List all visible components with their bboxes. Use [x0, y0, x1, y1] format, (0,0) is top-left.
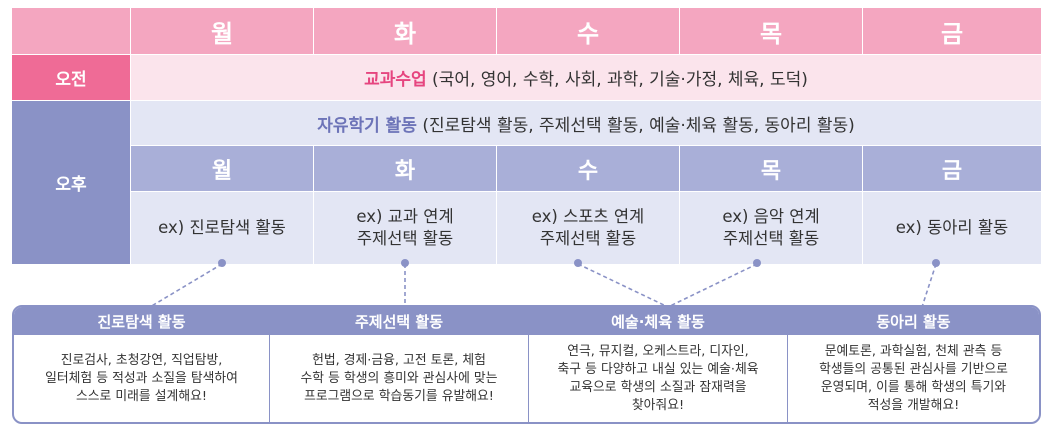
activity-desc-arts: 연극, 뮤지컬, 오케스트라, 디자인, 축구 등 다양하고 내실 있는 예술·… — [557, 343, 759, 413]
example-tue: ex) 교과 연계 주제선택 활동 — [313, 191, 496, 264]
connector-music — [667, 263, 758, 308]
afternoon-highlight: 자유학기 활동 — [317, 115, 417, 136]
header-day-wed: 수 — [496, 8, 679, 54]
connector-dot-fri — [932, 259, 940, 267]
connector-dot-wed — [574, 259, 582, 267]
connector-club — [921, 263, 937, 308]
connector-dot-tue — [401, 259, 409, 267]
morning-detail: (국어, 영어, 수학, 사회, 과학, 기술·가정, 체육, 도덕) — [426, 70, 808, 90]
example-thu: ex) 음악 연계 주제선택 활동 — [679, 191, 862, 264]
activity-title-career: 진로탐색 활동 — [14, 307, 269, 335]
morning-highlight: 교과수업 — [364, 70, 427, 90]
header-day-tue: 화 — [313, 8, 496, 54]
divider — [269, 307, 270, 422]
divider — [528, 307, 529, 422]
activity-desc-club: 문예토론, 과학실험, 천체 관측 등 학생들의 공통된 관심사를 기반으로 운… — [819, 343, 1008, 413]
afternoon-day-mon: 월 — [130, 145, 313, 191]
header-day-mon: 월 — [130, 8, 313, 54]
activity-title-club: 동아리 활동 — [788, 307, 1039, 335]
activity-desc-career: 진로검사, 초청강연, 직업탐방, 일터체험 등 적성과 소질을 탐색하여 스스… — [45, 352, 238, 404]
header-day-thu: 목 — [679, 8, 862, 54]
morning-label: 오전 — [12, 54, 130, 100]
header-day-fri: 금 — [862, 8, 1041, 54]
afternoon-label: 오후 — [12, 100, 130, 264]
divider — [787, 307, 788, 422]
example-mon: ex) 진로탐색 활동 — [130, 191, 313, 264]
afternoon-detail: (진로탐색 활동, 주제선택 활동, 예술·체육 활동, 동아리 활동) — [416, 115, 855, 136]
activity-title-arts: 예술·체육 활동 — [529, 307, 787, 335]
connector-career — [149, 263, 223, 308]
activity-box: 진로탐색 활동 주제선택 활동 예술·체육 활동 동아리 활동 진로검사, 초청… — [12, 305, 1041, 424]
afternoon-day-thu: 목 — [679, 145, 862, 191]
morning-subjects: 교과수업 (국어, 영어, 수학, 사회, 과학, 기술·가정, 체육, 도덕) — [130, 54, 1041, 100]
connector-dot-thu — [753, 259, 761, 267]
afternoon-day-wed: 수 — [496, 145, 679, 191]
example-wed: ex) 스포츠 연계 주제선택 활동 — [496, 191, 679, 264]
afternoon-activities: 자유학기 활동 (진로탐색 활동, 주제선택 활동, 예술·체육 활동, 동아리… — [130, 100, 1041, 145]
activity-desc-topic: 헌법, 경제·금융, 고전 토론, 체험 수학 등 학생의 흥미와 관심사에 맞… — [300, 352, 498, 404]
header-corner — [12, 8, 130, 54]
afternoon-day-fri: 금 — [862, 145, 1041, 191]
connector-dot-mon — [218, 259, 226, 267]
connector-sports — [577, 263, 669, 308]
example-fri: ex) 동아리 활동 — [862, 191, 1041, 264]
afternoon-day-tue: 화 — [313, 145, 496, 191]
activity-title-topic: 주제선택 활동 — [270, 307, 528, 335]
